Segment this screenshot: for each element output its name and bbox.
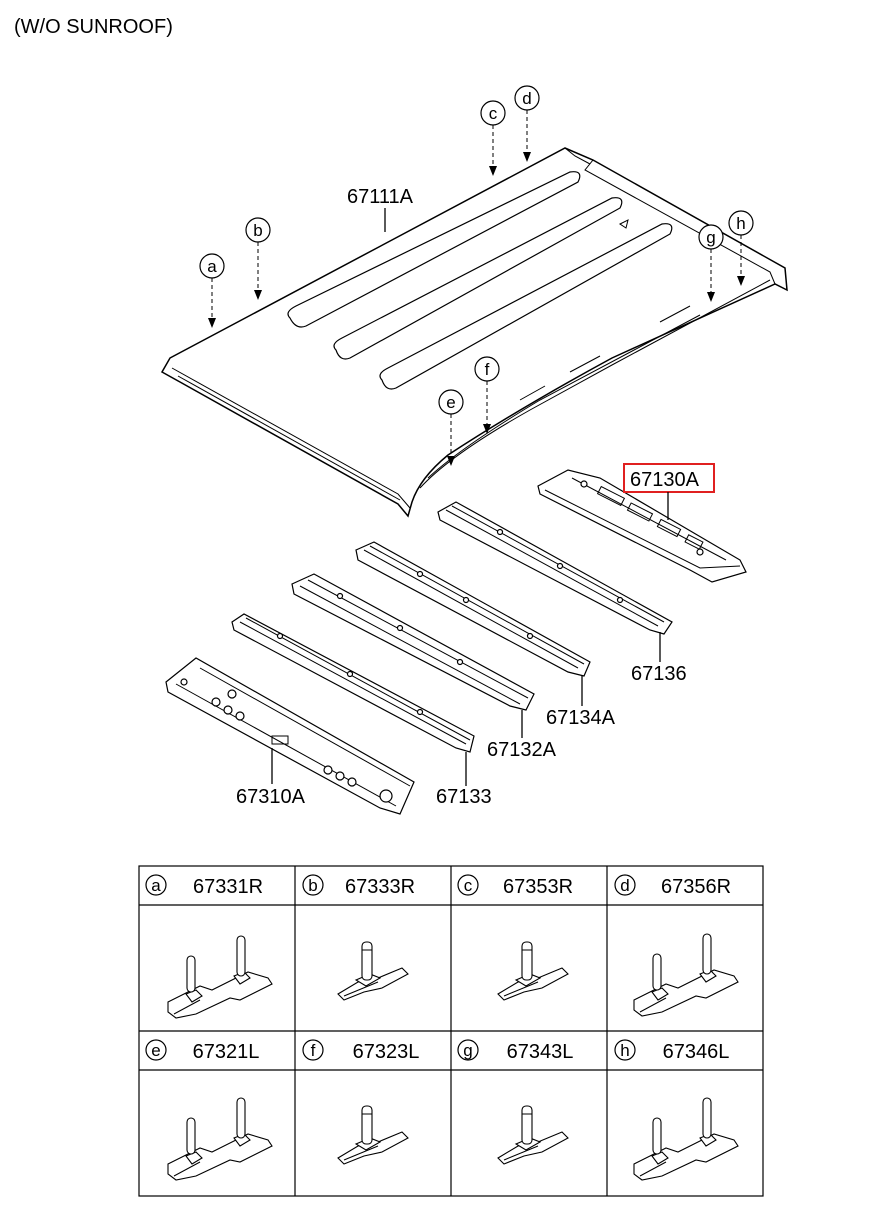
callout-d: d: [514, 85, 540, 162]
rail-67130a: [537, 469, 747, 583]
svg-text:d: d: [522, 89, 531, 108]
clip-illustration-d: [633, 933, 739, 1017]
svg-text:h: h: [736, 214, 745, 233]
cell-part-67331r: 67331R: [193, 876, 263, 898]
svg-text:c: c: [489, 104, 498, 123]
cell-part-67346l: 67346L: [663, 1041, 730, 1063]
label-67133: 67133: [436, 786, 492, 808]
svg-text:e: e: [446, 393, 455, 412]
diagram-heading: (W/O SUNROOF): [14, 16, 173, 38]
cell-letter-a: a: [151, 876, 161, 895]
callout-a: a: [199, 253, 225, 328]
leader-lines: [271, 208, 715, 786]
clip-illustration-b: [337, 941, 409, 1001]
table-cell-h: h 67346L: [614, 1039, 739, 1181]
callout-b: b: [245, 217, 271, 300]
callout-e: e: [438, 389, 464, 466]
clip-illustration-g: [497, 1105, 569, 1165]
highlight-box-67130a: [623, 463, 715, 493]
callout-h: h: [728, 210, 754, 286]
cell-letter-d: d: [620, 876, 629, 895]
clip-illustration-f: [337, 1105, 409, 1165]
cell-part-67343l: 67343L: [507, 1041, 574, 1063]
fastener-table: [138, 865, 764, 1197]
cell-part-67356r: 67356R: [661, 876, 731, 898]
label-67132a: 67132A: [487, 739, 557, 761]
table-cell-f: f 67323L: [302, 1039, 420, 1165]
cell-letter-b: b: [308, 876, 317, 895]
label-67130a: 67130A: [630, 469, 700, 491]
clip-illustration-h: [633, 1097, 739, 1181]
table-cell-b: b 67333R: [302, 874, 415, 1001]
cell-part-67333r: 67333R: [345, 876, 415, 898]
cell-letter-g: g: [463, 1041, 472, 1060]
table-cell-a: a 67331R: [145, 874, 273, 1019]
front-rail-67310a: [165, 657, 415, 815]
svg-text:a: a: [207, 257, 217, 276]
svg-text:b: b: [253, 221, 262, 240]
clip-illustration-a: [167, 935, 273, 1019]
table-cell-g: g 67343L: [457, 1039, 574, 1165]
svg-text:g: g: [706, 228, 715, 247]
table-cell-c: c 67353R: [457, 874, 573, 1001]
cell-letter-f: f: [311, 1041, 316, 1060]
callout-g: g: [698, 224, 724, 302]
label-67310a: 67310A: [236, 786, 306, 808]
table-cell-d: d 67356R: [614, 874, 739, 1017]
svg-text:f: f: [485, 360, 490, 379]
roof-panel-67111a: [160, 147, 788, 518]
cell-part-67323l: 67323L: [353, 1041, 420, 1063]
cell-letter-c: c: [464, 876, 473, 895]
label-67111a: 67111A: [347, 186, 414, 208]
bow-67136: [437, 501, 673, 635]
table-cell-e: e 67321L: [145, 1039, 273, 1181]
callout-c: c: [480, 100, 506, 176]
cell-letter-e: e: [151, 1041, 160, 1060]
cell-part-67321l: 67321L: [193, 1041, 260, 1063]
bow-67132a: [291, 573, 535, 711]
clip-illustration-c: [497, 941, 569, 1001]
label-67136: 67136: [631, 663, 687, 685]
part-labels: 67111A 67130A 67136 67134A 67132A 67133 …: [236, 186, 700, 808]
bow-67133: [231, 613, 475, 753]
cell-letter-h: h: [620, 1041, 629, 1060]
clip-illustration-e: [167, 1097, 273, 1181]
bow-67134a: [355, 541, 591, 677]
callout-f: f: [474, 356, 500, 434]
cell-part-67353r: 67353R: [503, 876, 573, 898]
label-67134a: 67134A: [546, 707, 616, 729]
